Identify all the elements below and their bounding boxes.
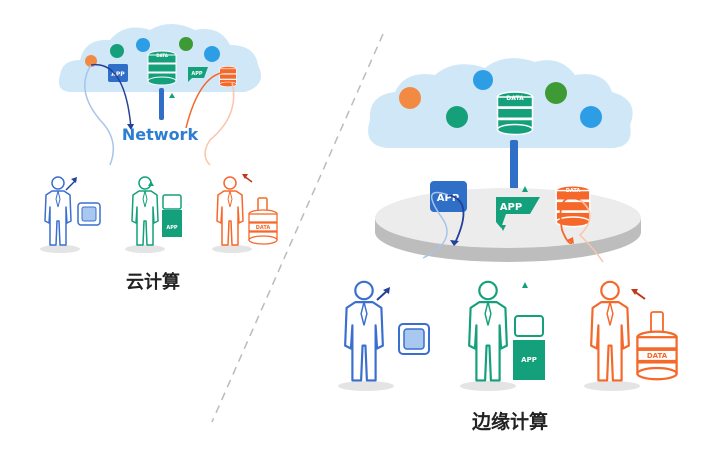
platform-app-green — [496, 197, 540, 228]
divider-line — [211, 33, 384, 423]
person-green — [131, 176, 159, 246]
phone-icon — [650, 311, 664, 333]
up-arrow-icon — [522, 282, 528, 288]
app-block-blue — [108, 64, 128, 82]
person-orange — [590, 280, 630, 382]
app-label: APP — [437, 193, 459, 204]
truck-icon — [545, 82, 567, 104]
shadow — [40, 245, 80, 253]
up-arrow-icon — [522, 186, 528, 192]
cloud-computing-section: APP DATA APP Network APP — [40, 24, 278, 293]
flow-curve-orange-light — [578, 199, 604, 263]
arrowhead-icon — [631, 289, 638, 295]
arrowhead-icon — [567, 237, 574, 244]
truck-icon — [179, 37, 193, 51]
edge-computing-title: 边缘计算 — [471, 410, 548, 433]
arrow-up-right-icon — [65, 179, 77, 191]
terminal-device-icon — [513, 315, 545, 380]
terminal-device-icon — [162, 194, 182, 237]
device-app-label: APP — [521, 356, 537, 364]
database-orange-icon — [219, 66, 237, 88]
app-label: APP — [111, 71, 125, 78]
up-arrow-icon — [169, 93, 175, 98]
flow-arrow-orange — [185, 71, 229, 129]
globe-icon — [110, 44, 124, 58]
shadow — [584, 381, 640, 391]
network-label: Network — [122, 125, 199, 144]
arrowhead-icon — [242, 174, 248, 179]
app-label: APP — [191, 71, 203, 77]
lightbulb-icon — [473, 70, 493, 90]
edge-pillar — [510, 140, 518, 198]
down-arrow-icon — [500, 225, 506, 231]
lightbulb-icon — [136, 38, 150, 52]
globe-icon — [446, 106, 468, 128]
chip-icon — [77, 202, 101, 226]
network-pillar — [159, 88, 164, 120]
data-label: DATA — [506, 95, 524, 102]
shadow — [212, 245, 252, 253]
platform-app-blue — [430, 181, 467, 212]
flow-arrow-orange — [559, 197, 581, 245]
flow-arrow-blue — [90, 63, 132, 129]
flow-curve-blue-light — [84, 64, 115, 166]
flow-arrow-blue — [447, 194, 465, 244]
app-block-green — [188, 67, 208, 82]
chip-icon — [398, 323, 430, 355]
device-app-label: APP — [166, 225, 178, 231]
up-arrow-icon — [148, 181, 154, 186]
device-data-label: DATA — [256, 225, 271, 231]
arrowhead-icon — [450, 240, 459, 246]
device-data-label: DATA — [647, 352, 668, 360]
person-green — [468, 280, 508, 382]
shadow — [125, 245, 165, 253]
person-orange — [216, 176, 244, 246]
flow-curve-blue-light — [422, 191, 449, 259]
cloud-computing-title: 云计算 — [126, 271, 180, 293]
arrowhead-icon — [127, 124, 134, 130]
person-blue — [44, 176, 72, 246]
server-icon — [399, 87, 421, 109]
flow-curve-orange-light — [204, 81, 235, 166]
document-icon — [204, 46, 220, 62]
shadow — [338, 381, 394, 391]
person-blue — [344, 280, 384, 382]
edge-computing-section: DATA APP APP DATA — [338, 58, 678, 433]
app-label: APP — [500, 202, 522, 213]
data-label: DATA — [156, 53, 169, 58]
arrowhead-icon — [383, 287, 390, 294]
arrowhead-icon — [71, 177, 77, 183]
shadow — [460, 381, 516, 391]
data-label: DATA — [566, 188, 581, 194]
document-icon — [580, 106, 602, 128]
